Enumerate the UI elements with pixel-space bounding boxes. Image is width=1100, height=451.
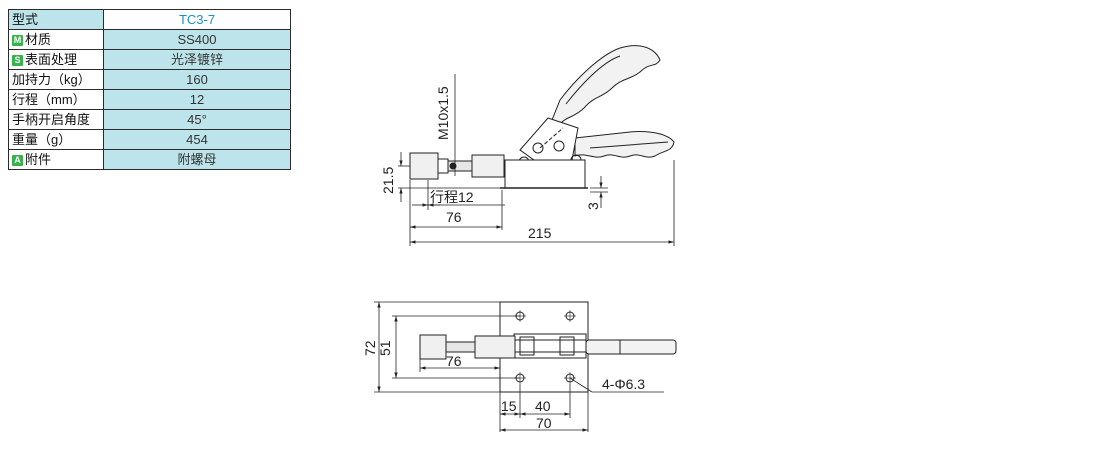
spec-row-holding-force: 加持力（kg） 160 [8, 69, 291, 90]
top-view [374, 301, 677, 432]
plunger-nut [471, 154, 505, 178]
height-label: 21.5 [380, 167, 396, 194]
width-outer-label: 72 [362, 340, 378, 356]
handle-grip-upper [551, 45, 661, 127]
handle-top [585, 339, 677, 355]
spec-row-handle-angle: 手柄开启角度 45° [8, 109, 291, 130]
spec-value-weight: 454 [103, 129, 291, 150]
spindle-head-top [419, 334, 447, 360]
plunger-length-top-label: 76 [446, 353, 462, 369]
thread-label: M10x1.5 [435, 86, 451, 140]
spec-label-stroke: 行程（mm） [8, 89, 104, 110]
spec-value-accessory: 附螺母 [103, 149, 291, 170]
plunger-length-label: 76 [446, 209, 462, 225]
accessory-badge-icon: A [12, 155, 23, 166]
surface-badge-icon: S [12, 55, 23, 66]
spec-value-stroke: 12 [103, 89, 291, 110]
spec-label-model: 型式 [8, 9, 104, 30]
spec-value-holding-force: 160 [103, 69, 291, 90]
spec-label-handle-angle: 手柄开启角度 [8, 109, 104, 130]
handle-grip-lower [574, 131, 675, 158]
spec-value-model: TC3-7 [103, 9, 291, 30]
base-offset-label: 3 [585, 202, 601, 210]
clamp-body-top [513, 333, 587, 359]
stroke-label: 行程12 [430, 189, 474, 205]
spec-row-model: 型式 TC3-7 [8, 9, 291, 30]
spec-label-text: 表面处理 [25, 52, 78, 67]
spec-value-handle-angle: 45° [103, 109, 291, 130]
spec-row-weight: 重量（g） 454 [8, 129, 291, 150]
width-inner-label: 51 [377, 340, 393, 356]
spec-value-material: SS400 [103, 29, 291, 50]
spindle-head [409, 152, 439, 180]
spec-label-text: 材质 [25, 32, 52, 47]
hole-spec-label: 4-Φ6.3 [602, 376, 645, 392]
clamp-body [504, 159, 586, 189]
side-view [398, 45, 675, 246]
spec-label-weight: 重量（g） [8, 129, 104, 150]
pivot-icon [553, 140, 565, 152]
hole-pitch-label: 40 [535, 398, 551, 414]
spec-row-stroke: 行程（mm） 12 [8, 89, 291, 110]
plunger-top [474, 335, 516, 359]
spec-value-surface: 光泽镀锌 [103, 49, 291, 70]
material-badge-icon: M [12, 35, 23, 46]
spec-label-text: 附件 [25, 152, 52, 167]
overall-length-label: 215 [528, 225, 552, 241]
base-length-label: 70 [536, 415, 552, 431]
pivot-icon [532, 142, 544, 154]
edge-offset-label: 15 [501, 398, 517, 414]
spec-label-holding-force: 加持力（kg） [8, 69, 104, 90]
